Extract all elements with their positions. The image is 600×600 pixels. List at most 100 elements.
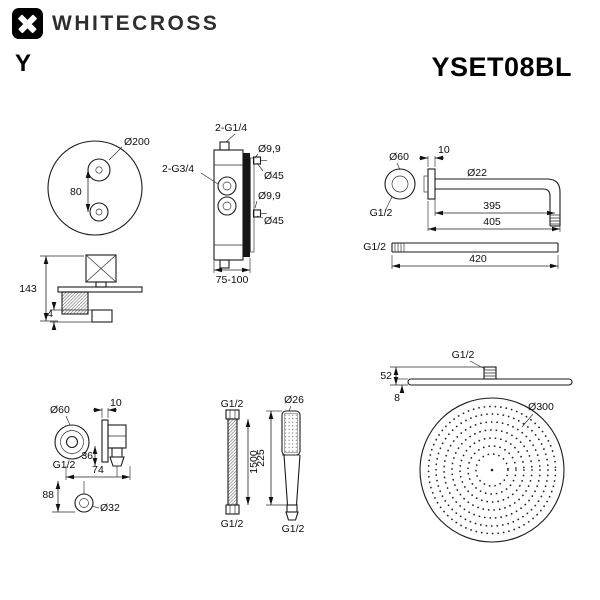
valve-cartridge-box [91, 309, 113, 323]
pipe-thread-label: G1/2 [363, 241, 386, 253]
arm-flange-side [427, 168, 436, 200]
handshower-length-label: 225 [255, 449, 267, 467]
handshower-handle-right [295, 454, 301, 506]
headshower-diameter-leader [521, 413, 534, 428]
handshower-spray-face [284, 413, 298, 453]
valve-body-hatched [61, 291, 89, 315]
rosette-top-leader [256, 162, 264, 172]
hand-shower-drawing: Ø26 G1/2 225 [255, 394, 305, 535]
outlet-bottom-stub [252, 209, 262, 218]
depth74-label: 74 [92, 464, 104, 476]
elbow-flange-mid [60, 430, 84, 454]
escutcheon-plate [57, 286, 143, 293]
outlet-offset-label: 36 [81, 450, 93, 462]
headshower-face-circle [419, 397, 565, 543]
mount-depth-label: 75-100 [216, 274, 249, 286]
spray-ring-2 [467, 445, 517, 495]
top-thread-leader [225, 133, 236, 143]
handshower-diameter-label: Ø26 [284, 394, 304, 406]
headshower-diameter-label: Ø300 [528, 401, 554, 413]
hose-body [227, 418, 238, 506]
hose-nut-circle [74, 493, 94, 513]
rosette-bottom-leader [256, 215, 264, 219]
inlet-thread-label: 2-G3/4 [162, 163, 194, 175]
handshower-fitting [286, 504, 298, 513]
nut-diameter-leader [91, 505, 100, 509]
arm-flange-circle [384, 168, 416, 200]
shower-hose-drawing: G1/2 G1/2 1500 [221, 398, 260, 530]
len420-label: 420 [469, 253, 487, 265]
spray-ring-1 [475, 453, 509, 487]
handshower-cone [285, 511, 299, 521]
elbow-thread-label: G1/2 [53, 459, 76, 471]
arm-pipe-inner [435, 188, 551, 226]
handle-stem [95, 281, 107, 288]
whitecross-x-icon [12, 8, 43, 39]
height52-label: 52 [380, 370, 392, 382]
handshower-diameter-leader [288, 405, 292, 412]
spray-ring-7 [427, 405, 557, 535]
inlet-port-top-bore [222, 181, 232, 191]
outlet-bottom-leader [254, 200, 258, 209]
spray-center-dot [490, 468, 494, 472]
elbow-cone [109, 456, 125, 467]
hose-nut-bore [79, 498, 89, 508]
mixer-profile-view: 143 4 [19, 254, 143, 330]
height-label: 143 [19, 283, 37, 295]
trim-diameter-label: Ø200 [124, 136, 150, 148]
arm-flange-bore [391, 175, 409, 193]
handle-spacing-label: 80 [70, 186, 82, 198]
elbow-body [107, 424, 127, 449]
headshower-thread-leader [469, 360, 486, 370]
top-thread-label: 2-G1/4 [215, 122, 247, 134]
bottom-port-stub [219, 259, 230, 269]
thickness8-label: 8 [394, 392, 400, 404]
elbow-plate-depth-label: 10 [110, 397, 122, 409]
inlet-port-bottom-bore [222, 201, 232, 211]
spray-ring-6 [435, 413, 549, 527]
elbow-flange-bore [65, 435, 79, 449]
mixer-front-view: 80 Ø200 [47, 136, 150, 236]
hose-thread-bottom-label: G1/2 [221, 518, 244, 530]
elbow-flange-circle [54, 424, 90, 460]
shower-arm-drawing: Ø60 10 Ø22 395 405 G1/2 G1/2 420 [363, 144, 561, 269]
hose-thread-top-label: G1/2 [221, 398, 244, 410]
valve-body-detail [214, 164, 243, 246]
brand-header: WHITECROSS [12, 8, 219, 39]
hose-fitting-top [225, 409, 240, 420]
arm-flange-diameter-label: Ø60 [389, 151, 409, 163]
elbow-flange-diameter-label: Ø60 [50, 404, 70, 416]
spray-ring-5 [443, 421, 541, 519]
hose-fitting-bottom [225, 504, 240, 515]
overhead-shower-drawing: G1/2 52 8 Ø300 [380, 349, 573, 543]
flange-thread-leader [384, 196, 393, 212]
top-port-stub [219, 141, 230, 151]
upper-handle-dot [95, 166, 103, 174]
handshower-thread-label: G1/2 [282, 523, 305, 535]
len405-label: 405 [483, 216, 501, 228]
outlet-top-stub [252, 156, 262, 165]
trim-plate-circle [47, 140, 143, 236]
brand-name: WHITECROSS [52, 11, 220, 35]
outlet-top-leader [254, 153, 259, 159]
mixer-valve-section-view: 2-G1/4 2-G3/4 Ø9,9 Ø45 Ø9,9 Ø45 75-100 [162, 122, 284, 286]
plate-thickness-label: 4 [47, 308, 53, 320]
arm-wall-stub [423, 175, 429, 193]
flange-thread-label: G1/2 [370, 207, 393, 219]
inlet-thread-leader [200, 172, 219, 185]
spray-ring-4 [451, 429, 533, 511]
trim-diameter-leader [108, 146, 123, 161]
rosette-top-label: Ø45 [264, 170, 284, 182]
wall-elbow-drawing: Ø60 G1/2 10 36 74 88 Ø32 [42, 397, 131, 514]
outlet-bottom-label: Ø9,9 [258, 190, 281, 202]
straight-arm-thread-hatch [394, 243, 405, 252]
handshower-handle-left [283, 454, 289, 506]
arm-pipe-outer [435, 178, 561, 226]
elbow-plate-side [101, 419, 109, 463]
len395-label: 395 [483, 200, 501, 212]
handle-cross-detail [85, 254, 117, 283]
pipe-diameter-label: Ø22 [467, 167, 487, 179]
outlet-top-label: Ø9,9 [258, 143, 281, 155]
inlet-port-top [217, 176, 237, 196]
hose-fitting-top-detail [229, 410, 236, 419]
